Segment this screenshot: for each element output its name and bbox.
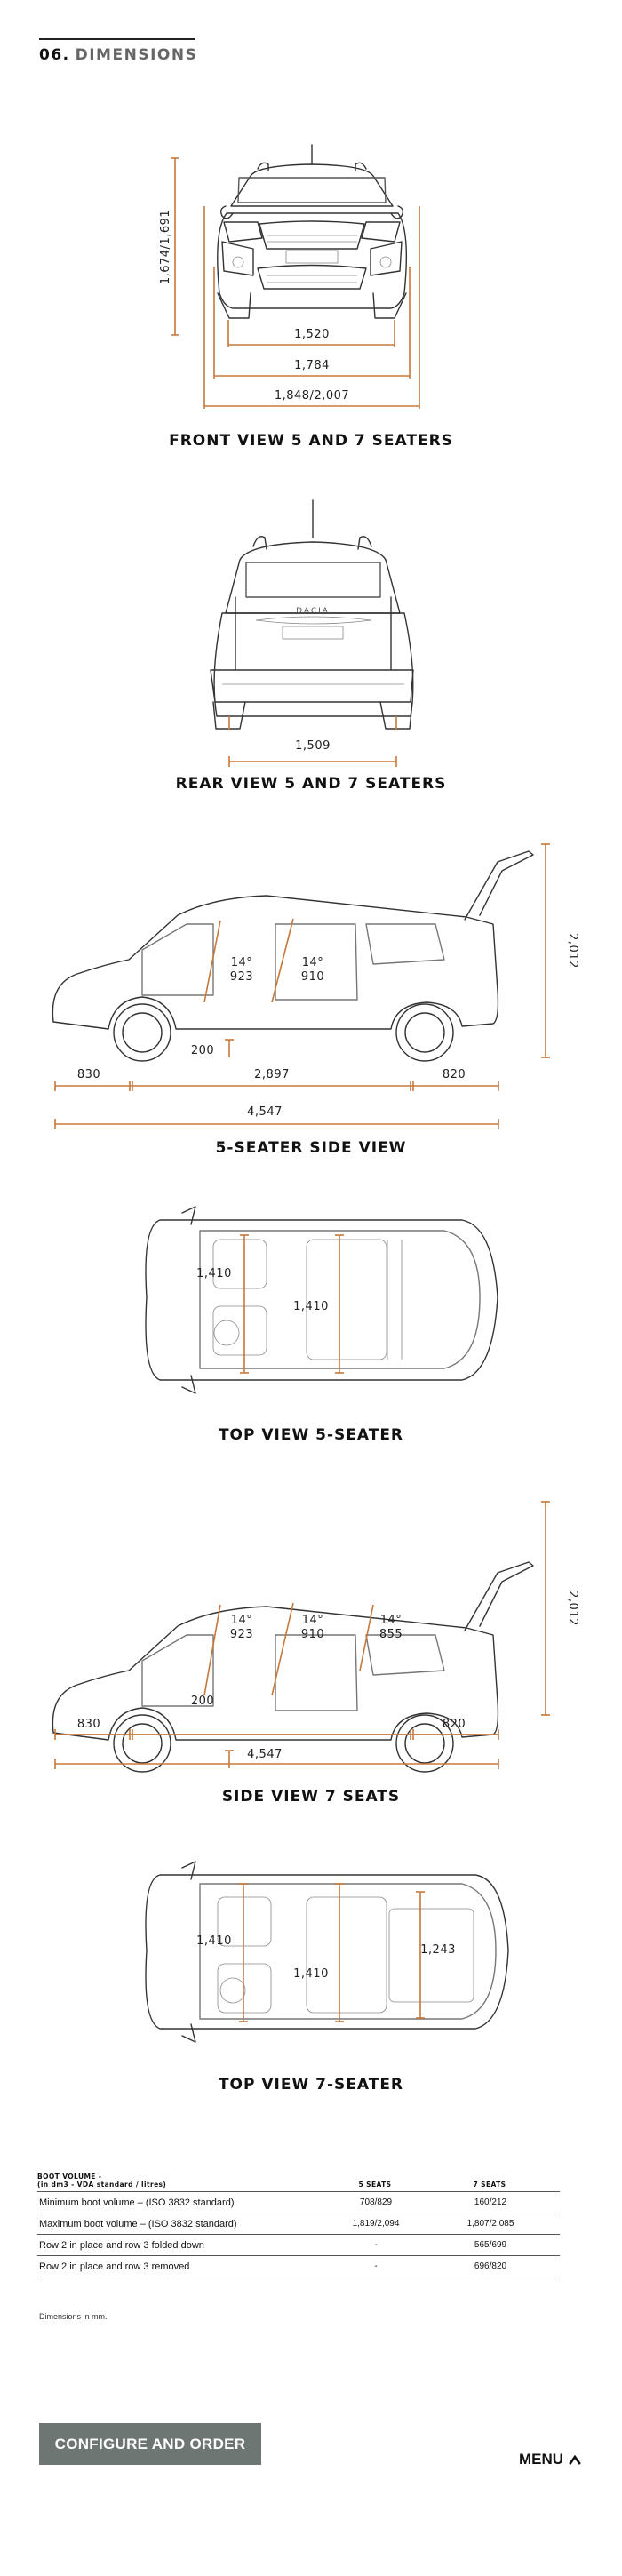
side7-height-open: 2,012 [566,1591,579,1626]
front-dimension-lines [171,157,420,409]
side7-length: 4,547 [247,1748,283,1761]
configure-and-order-button[interactable]: CONFIGURE AND ORDER [39,2423,261,2465]
rear-track-label: 1,509 [295,739,331,753]
side5-view-drawing: 14° 923 14° 910 200 830 2,897 820 4,547 … [52,843,579,1129]
side7-bottom-dimensions: 200 830 820 4,547 [54,1695,499,1769]
rear-view-drawing: DACIA 1,509 [210,499,414,767]
side5-height-open: 2,012 [566,933,579,969]
side7-ground-clearance: 200 [191,1695,214,1708]
table-row: Row 2 in place and row 3 folded down - 5… [37,2234,560,2256]
boot-volume-table: BOOT VOLUME - (in dm3 - VDA standard / l… [37,2173,560,2277]
table-row: Maximum boot volume – (ISO 3832 standard… [37,2213,560,2235]
top5-car-outline [145,1206,498,1394]
side7-car-outline [52,1561,534,1773]
side7-angle1: 14° [231,1614,253,1627]
col-7-seats: 7 SEATS [419,2173,560,2192]
side5-front-overhang: 830 [77,1068,100,1081]
section-number: 06. [39,46,70,64]
side7-angle2: 14° [302,1614,324,1627]
side7-view-title: SIDE VIEW 7 SEATS [221,1788,401,1806]
section-title: 06. DIMENSIONS [39,46,197,64]
rear-car-outline [210,499,414,730]
side5-angle2: 14° [302,956,324,969]
table-row: Row 2 in place and row 3 removed - 696/8… [37,2255,560,2277]
chevron-up-icon [569,2454,581,2465]
side5-angle1: 14° [231,956,253,969]
menu-label: MENU [519,2451,564,2468]
side5-wheelbase: 2,897 [254,1068,290,1081]
top5-view-drawing: 1,410 1,410 [145,1206,498,1394]
side7-headroom1: 923 [230,1628,253,1641]
side7-angle3: 14° [380,1614,403,1627]
dimensions-footnote: Dimensions in mm. [39,2312,108,2321]
side7-headroom2: 910 [301,1628,324,1641]
front-car-outline [217,144,408,319]
front-height-label: 1,674/1,691 [159,210,172,284]
top5-dimension-lines [240,1234,344,1374]
top7-width-row1: 1,410 [196,1934,232,1948]
boot-volume-header: BOOT VOLUME - (in dm3 - VDA standard / l… [37,2173,331,2192]
side7-view-drawing: 14° 923 14° 910 14° 855 2,012 [52,1501,579,1773]
side5-rear-overhang: 820 [443,1068,466,1081]
front-body-width-label: 1,784 [294,359,330,372]
side5-headroom2: 910 [301,970,324,984]
side5-dimension-lines [54,843,550,1129]
side7-front-overhang: 830 [77,1718,100,1731]
front-track-label: 1,520 [294,328,330,341]
top7-view-drawing: 1,410 1,410 1,243 [145,1861,509,2043]
section-name: DIMENSIONS [75,46,198,64]
rear-badge-text: DACIA [296,607,330,616]
side5-car-outline [52,850,534,1062]
top5-view-title: TOP VIEW 5-SEATER [218,1426,404,1444]
table-row: Minimum boot volume – (ISO 3832 standard… [37,2191,560,2213]
rear-view-title: REAR VIEW 5 AND 7 SEATERS [175,775,447,793]
table-header-row: BOOT VOLUME - (in dm3 - VDA standard / l… [37,2173,560,2192]
side5-headroom1: 923 [230,970,253,984]
front-mirror-width-label: 1,848/2,007 [275,389,349,403]
top7-dimension-lines [239,1883,425,2022]
top5-width-row2: 1,410 [293,1300,329,1313]
col-5-seats: 5 SEATS [331,2173,419,2192]
top7-view-title: TOP VIEW 7-SEATER [218,2076,404,2093]
menu-button[interactable]: MENU [519,2451,581,2468]
side5-ground-clearance: 200 [191,1044,214,1057]
side5-length: 4,547 [247,1105,283,1119]
side5-view-title: 5-SEATER SIDE VIEW [215,1139,407,1157]
front-view-drawing: 1,674/1,691 1,520 1,784 1,848/2,007 [159,144,420,409]
top5-width-row1: 1,410 [196,1267,232,1280]
side7-headroom3: 855 [379,1628,403,1641]
header-rule [39,38,195,40]
rear-dimension-lines [228,716,397,767]
top7-car-outline [145,1861,509,2043]
top7-width-row2: 1,410 [293,1967,329,1981]
front-view-title: FRONT VIEW 5 AND 7 SEATERS [169,432,453,450]
side7-rear-overhang: 820 [443,1718,466,1731]
top7-width-row3: 1,243 [420,1943,456,1957]
